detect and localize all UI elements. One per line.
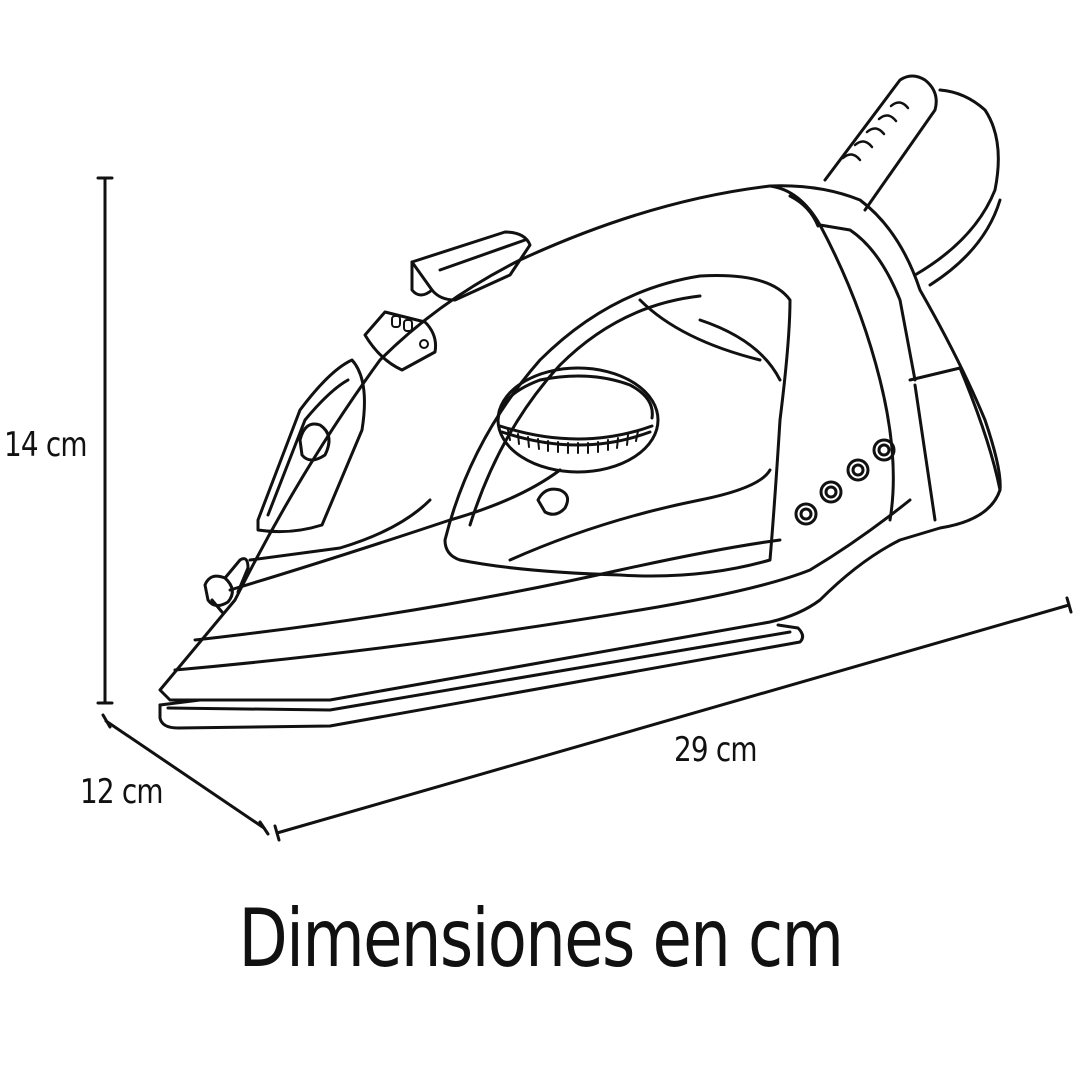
- spray-nozzle: [203, 574, 234, 607]
- burst-button: [410, 230, 532, 302]
- length-dimension-line: [273, 596, 1073, 842]
- length-label: 29 cm: [674, 730, 758, 770]
- control-buttons: [794, 438, 896, 526]
- fill-cap: [298, 422, 331, 462]
- steam-dial: [496, 366, 660, 474]
- water-tank-window: [256, 358, 366, 534]
- caption: Dimensiones en cm: [0, 895, 1080, 983]
- iron-body-outline: [158, 184, 1002, 702]
- power-cord: [913, 88, 1000, 277]
- water-drop-marker: [536, 487, 570, 516]
- handle-opening: [443, 274, 792, 578]
- depth-label: 12 cm: [80, 772, 164, 812]
- cord-strain-relief: [823, 74, 938, 212]
- height-label: 14 cm: [4, 425, 88, 465]
- steam-iron-illustration: [158, 74, 1002, 730]
- steam-selector: [363, 310, 437, 372]
- depth-dimension-line: [101, 713, 270, 836]
- caption-text: Dimensiones en cm: [238, 892, 843, 985]
- soleplate: [158, 623, 805, 730]
- height-dimension-line: [96, 176, 114, 705]
